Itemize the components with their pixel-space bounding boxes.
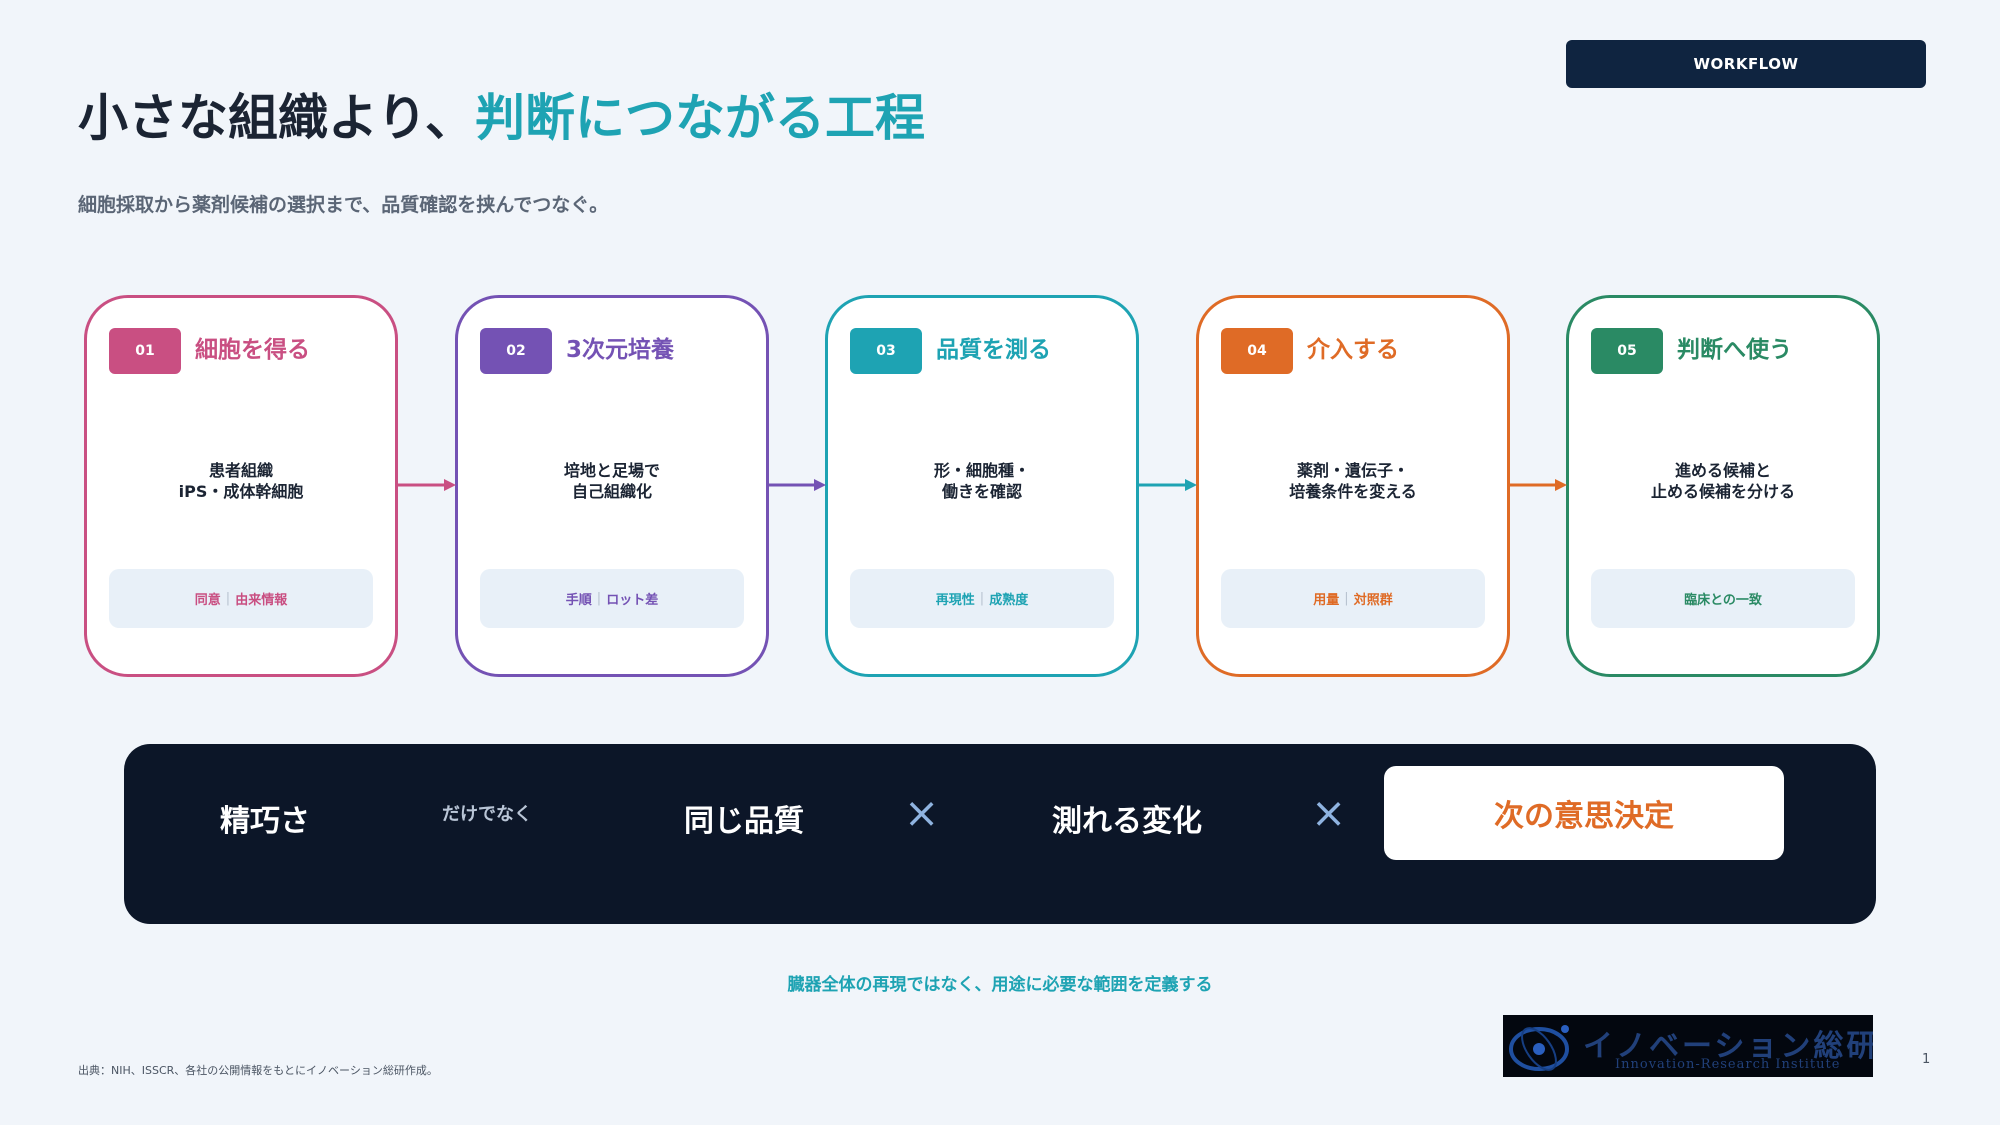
step-card-2: 02 3次元培養 培地と足場で 自己組織化 手順 | ロット差 bbox=[455, 295, 769, 677]
step-tag-a: 手順 bbox=[565, 593, 592, 608]
step-tag-b: 由来情報 bbox=[235, 593, 288, 608]
step-title: 品質を測る bbox=[936, 337, 1051, 363]
title-main: 小さな組織より、 bbox=[78, 89, 475, 147]
tag-separator: | bbox=[596, 591, 602, 606]
step-tag: 用量 | 対照群 bbox=[1221, 569, 1485, 628]
arrow-right-icon bbox=[1139, 479, 1197, 491]
logo-text-jp: イノベーション総研 bbox=[1583, 1029, 1873, 1064]
logo-text-en: Innovation-Research Institute bbox=[1615, 1057, 1841, 1072]
title-accent: 判断につながる工程 bbox=[475, 89, 925, 147]
step-card-5: 05 判断へ使う 進める候補と 止める候補を分ける 臨床との一致 bbox=[1566, 295, 1880, 677]
page-number: 1 bbox=[1922, 1052, 1931, 1067]
step-tag-a: 用量 bbox=[1313, 593, 1340, 608]
step-title: 3次元培養 bbox=[566, 337, 675, 363]
source-citation: 出典：NIH、ISSCR、各社の公開情報をもとにイノベーション総研作成。 bbox=[78, 1064, 438, 1077]
page-title: 小さな組織より、判断につながる工程 bbox=[78, 78, 925, 150]
step-tag-a: 臨床との一致 bbox=[1684, 593, 1762, 608]
tag-separator: | bbox=[979, 591, 985, 606]
company-logo: イノベーション総研 Innovation-Research Institute bbox=[1503, 1015, 1873, 1077]
step-description-line: 患者組織 bbox=[208, 461, 273, 480]
step-tag: 臨床との一致 bbox=[1591, 569, 1855, 628]
arrow-right-icon bbox=[769, 479, 826, 491]
next-decision-box: 次の意思決定 bbox=[1384, 766, 1784, 860]
step-description: 薬剤・遺伝子・ 培養条件を変える bbox=[1199, 460, 1507, 502]
step-description: 進める候補と 止める候補を分ける bbox=[1569, 460, 1877, 502]
times-icon: × bbox=[1311, 788, 1347, 837]
step-description-line: 培養条件を変える bbox=[1289, 482, 1417, 501]
tag-separator: | bbox=[225, 591, 231, 606]
step-tag-b: ロット差 bbox=[606, 593, 659, 608]
step-description-line: 止める候補を分ける bbox=[1650, 482, 1795, 501]
step-number: 05 bbox=[1591, 328, 1663, 374]
step-description: 患者組織 iPS・成体幹細胞 bbox=[87, 460, 395, 502]
times-icon: × bbox=[904, 788, 940, 837]
step-number: 02 bbox=[480, 328, 552, 374]
step-description: 形・細胞種・ 働きを確認 bbox=[828, 460, 1136, 502]
page-subtitle: 細胞採取から薬剤候補の選択まで、品質確認を挟んでつなぐ。 bbox=[78, 194, 609, 216]
step-card-3: 03 品質を測る 形・細胞種・ 働きを確認 再現性 | 成熟度 bbox=[825, 295, 1139, 677]
step-title: 判断へ使う bbox=[1677, 337, 1792, 363]
step-title: 介入する bbox=[1307, 337, 1399, 363]
step-tag: 同意 | 由来情報 bbox=[109, 569, 373, 628]
step-tag: 手順 | ロット差 bbox=[480, 569, 744, 628]
step-description-line: 培地と足場で bbox=[563, 461, 660, 480]
step-description-line: iPS・成体幹細胞 bbox=[178, 482, 304, 501]
summary-banner: 精巧さ だけでなく 同じ品質 × 測れる変化 × 次の意思決定 bbox=[124, 744, 1876, 924]
step-number: 03 bbox=[850, 328, 922, 374]
step-card-4: 04 介入する 薬剤・遺伝子・ 培養条件を変える 用量 | 対照群 bbox=[1196, 295, 1510, 677]
step-tag-b: 成熟度 bbox=[989, 593, 1029, 608]
step-description-line: 働きを確認 bbox=[941, 482, 1022, 501]
step-card-1: 01 細胞を得る 患者組織 iPS・成体幹細胞 同意 | 由来情報 bbox=[84, 295, 398, 677]
step-number: 04 bbox=[1221, 328, 1293, 374]
banner-measurable-change: 測れる変化 bbox=[1052, 804, 1202, 839]
step-description-line: 自己組織化 bbox=[571, 482, 652, 501]
arrow-right-icon bbox=[1510, 479, 1567, 491]
step-tag-b: 対照群 bbox=[1353, 593, 1393, 608]
step-description-line: 薬剤・遺伝子・ bbox=[1296, 461, 1409, 480]
tag-separator: | bbox=[1344, 591, 1349, 606]
banner-not-only: だけでなく bbox=[442, 804, 532, 825]
arrow-right-icon bbox=[398, 479, 456, 491]
banner-same-quality: 同じ品質 bbox=[684, 804, 804, 839]
bottom-note: 臓器全体の再現ではなく、用途に必要な範囲を定義する bbox=[787, 975, 1213, 995]
atom-logo-icon bbox=[1509, 1025, 1569, 1071]
step-tag-a: 同意 bbox=[194, 593, 221, 608]
step-title: 細胞を得る bbox=[195, 337, 310, 363]
step-number: 01 bbox=[109, 328, 181, 374]
step-tag: 再現性 | 成熟度 bbox=[850, 569, 1114, 628]
step-description-line: 形・細胞種・ bbox=[933, 461, 1030, 480]
step-tag-a: 再現性 bbox=[935, 593, 975, 608]
step-description-line: 進める候補と bbox=[1674, 461, 1771, 480]
workflow-badge: WORKFLOW bbox=[1566, 40, 1926, 88]
step-description: 培地と足場で 自己組織化 bbox=[458, 460, 766, 502]
banner-precision: 精巧さ bbox=[220, 804, 310, 839]
